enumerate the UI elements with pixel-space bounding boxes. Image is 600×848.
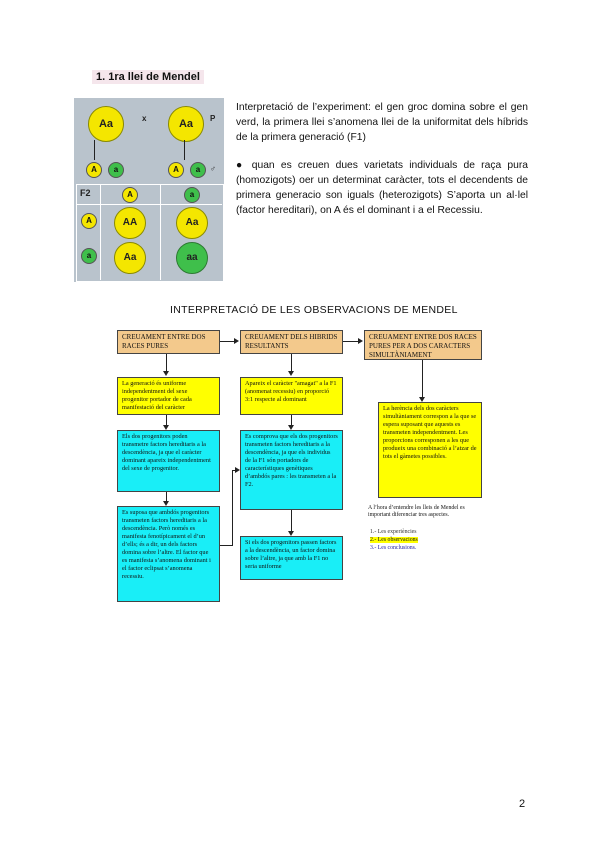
connector-line — [422, 360, 423, 398]
connector-line — [291, 510, 292, 532]
arrow-head — [234, 338, 239, 344]
note-item-text: 3.- Les conclusions. — [370, 545, 416, 551]
grid-line — [160, 184, 161, 280]
gamete-a-recessive: a — [190, 162, 206, 178]
note-item-text: 1.- Les experiències — [370, 529, 417, 535]
connector-line — [220, 341, 234, 342]
row-header: a — [81, 248, 97, 264]
f2-label: F2 — [80, 188, 91, 198]
cell-genotype: aa — [176, 242, 208, 274]
connector-line — [232, 470, 233, 546]
note-intro: A l’hora d’entendre les lleis de Mendel … — [368, 505, 488, 519]
col-header: A — [122, 187, 138, 203]
arrow-line — [184, 140, 185, 160]
paragraph-interpretation: Interpretació de l’experiment: el gen gr… — [236, 100, 528, 145]
note-item-observacions: 2.- Les observacions — [370, 537, 418, 544]
box-progenitors: Els dos progenitors poden transmetre fac… — [117, 430, 220, 492]
arrow-head — [288, 371, 294, 376]
box-uniform: La generació és uniforme independentment… — [117, 377, 220, 415]
col-header: a — [184, 187, 200, 203]
grid-line — [76, 204, 222, 205]
section-heading: 1. 1ra llei de Mendel — [92, 70, 204, 84]
header-box-races-pures: CREUAMENT ENTRE DOS RACES PURES — [117, 330, 220, 354]
arrow-head — [235, 467, 240, 473]
grid-line — [100, 184, 101, 280]
note-item-conclusions: 3.- Les conclusions. — [370, 545, 416, 552]
p-label: P — [210, 114, 215, 123]
arrow-line — [94, 140, 95, 160]
diagram-title: INTERPRETACIÓ DE LES OBSERVACIONS DE MEN… — [170, 304, 458, 316]
box-herencia: La herència dels dos caràcters simultàni… — [378, 402, 482, 498]
header-box-hibrids: CREUAMENT DELS HIBRIDS RESULTANTS — [240, 330, 343, 354]
arrow-head — [358, 338, 363, 344]
header-box-dos-caracters: CREUAMENT ENTRE DOS RACES PURES PER A DO… — [364, 330, 482, 360]
connector-line — [166, 354, 167, 372]
gamete-a-recessive: a — [108, 162, 124, 178]
punnett-figure: Aa x Aa P A a A a ♂ F2 A a A a AA Aa Aa … — [74, 98, 224, 282]
parent2-circle: Aa — [168, 106, 204, 142]
box-comprova: Es comprova que els dos progenitors tran… — [240, 430, 343, 510]
note-item-text: 2.- Les observacions — [370, 537, 418, 543]
cell-genotype: Aa — [176, 207, 208, 239]
cell-genotype: Aa — [114, 242, 146, 274]
parent1-circle: Aa — [88, 106, 124, 142]
box-suposa: Es suposa que ambdós progenitors transme… — [117, 506, 220, 602]
gamete-symbol: ♂ — [210, 164, 216, 173]
gamete-a-dominant: A — [86, 162, 102, 178]
connector-line — [343, 341, 358, 342]
paragraph-bullet: ● quan es creuen dues varietats individu… — [236, 158, 528, 218]
cross-symbol: x — [142, 114, 146, 123]
box-factor-domina: Si els dos progenitors passen factors a … — [240, 536, 343, 580]
arrow-head — [163, 371, 169, 376]
page-number: 2 — [519, 798, 525, 810]
connector-line — [220, 545, 232, 546]
note-item-experiencies: 1.- Les experiències — [370, 529, 417, 536]
box-caracter-amagat: Apareix el caràcter "amagat" a la F1 (an… — [240, 377, 343, 415]
gamete-a-dominant: A — [168, 162, 184, 178]
connector-line — [291, 354, 292, 372]
cell-genotype: AA — [114, 207, 146, 239]
row-header: A — [81, 213, 97, 229]
